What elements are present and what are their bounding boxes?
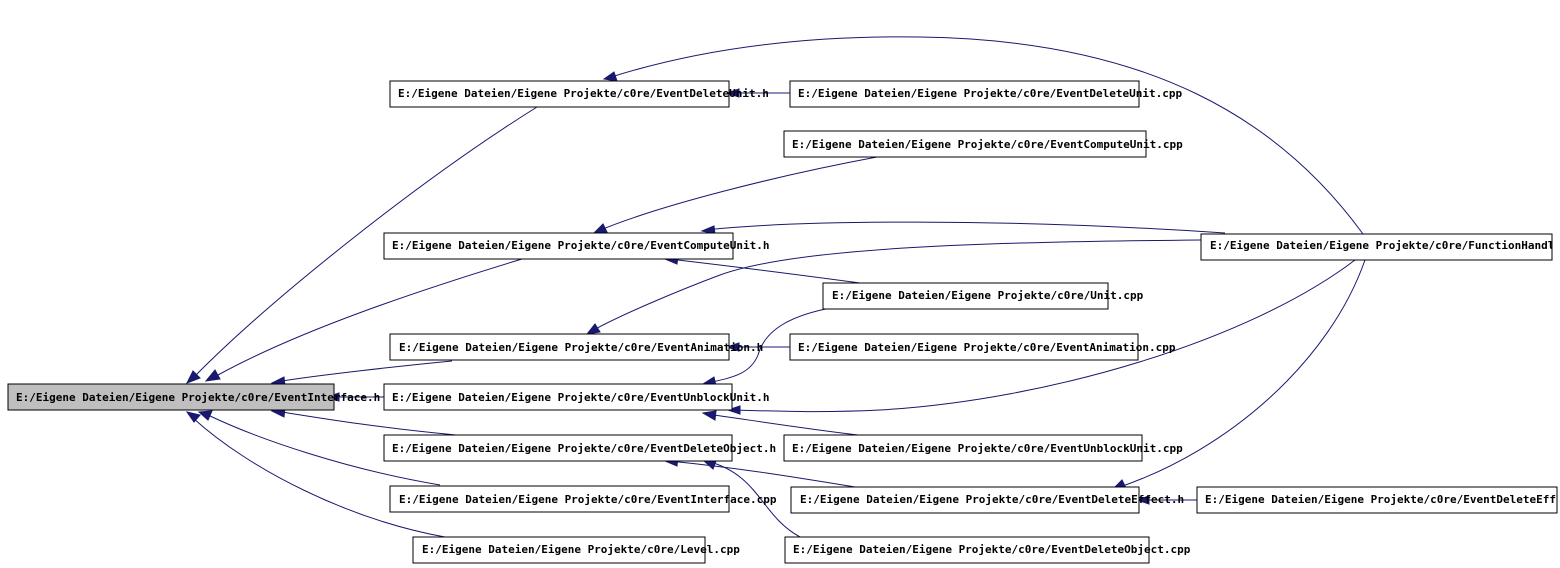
arrowhead — [204, 369, 221, 382]
node-label: E:/Eigene Dateien/Eigene Projekte/c0re/U… — [832, 289, 1144, 302]
arrowhead — [725, 342, 740, 352]
node-box — [783, 434, 1143, 462]
node-box — [789, 333, 1139, 361]
node-label: E:/Eigene Dateien/Eigene Projekte/c0re/E… — [398, 87, 769, 100]
node-box — [790, 486, 1140, 514]
node-label: E:/Eigene Dateien/Eigene Projekte/c0re/E… — [399, 493, 777, 506]
edge-unblockunit-cpp-to-unblockunit-h — [706, 413, 859, 436]
node-functionhandler-cpp[interactable]: E:/Eigene Dateien/Eigene Projekte/c0re/F… — [1200, 233, 1560, 261]
edge-animation-h-to-interface — [281, 360, 453, 382]
node-box — [783, 130, 1147, 158]
arrowhead — [1135, 495, 1150, 505]
arrowhead — [592, 223, 608, 234]
edge-functionhandler-to-computeunit-h — [704, 221, 1226, 234]
edge-level-cpp-to-interface — [192, 417, 446, 538]
node-label: E:/Eigene Dateien/Eigene Projekte/c0re/F… — [1210, 239, 1560, 252]
arrowhead — [726, 405, 741, 415]
node-eventdeleteunit-cpp[interactable]: E:/Eigene Dateien/Eigene Projekte/c0re/E… — [789, 80, 1182, 108]
node-box — [383, 383, 733, 411]
node-eventunblockunit-cpp[interactable]: E:/Eigene Dateien/Eigene Projekte/c0re/E… — [783, 434, 1183, 462]
arrowhead — [185, 370, 201, 384]
node-box — [389, 485, 730, 513]
node-eventunblockunit-h[interactable]: E:/Eigene Dateien/Eigene Projekte/c0re/E… — [383, 383, 770, 411]
node-label: E:/Eigene Dateien/Eigene Projekte/c0re/E… — [1205, 493, 1560, 506]
edge-deleteobject-h-to-interface — [281, 411, 457, 436]
edge-computeunit-cpp-to-computeunit-h — [597, 156, 878, 232]
edge-functionhandler-to-deleteeffect-h — [1116, 259, 1366, 489]
node-box — [822, 282, 1109, 310]
node-box — [1196, 486, 1558, 514]
node-box — [389, 80, 730, 108]
edge-unit-cpp-to-unblockunit-h — [706, 306, 837, 384]
edge-deleteobject-cpp-to-deleteobject-h — [706, 460, 801, 538]
node-label: E:/Eigene Dateien/Eigene Projekte/c0re/E… — [792, 442, 1183, 455]
node-eventdeleteunit-h[interactable]: E:/Eigene Dateien/Eigene Projekte/c0re/E… — [389, 80, 769, 108]
node-label: E:/Eigene Dateien/Eigene Projekte/c0re/E… — [392, 391, 770, 404]
edges — [192, 36, 1366, 538]
node-label: E:/Eigene Dateien/Eigene Projekte/c0re/L… — [422, 543, 740, 556]
node-box — [412, 536, 706, 564]
node-eventcomputeunit-h[interactable]: E:/Eigene Dateien/Eigene Projekte/c0re/E… — [383, 232, 770, 260]
edge-functionhandler-to-unblockunit-h — [731, 259, 1356, 413]
edge-functionhandler-to-animation-h — [589, 239, 1202, 333]
node-unit-cpp[interactable]: E:/Eigene Dateien/Eigene Projekte/c0re/U… — [822, 282, 1144, 310]
node-level-cpp[interactable]: E:/Eigene Dateien/Eigene Projekte/c0re/L… — [412, 536, 740, 564]
node-label: E:/Eigene Dateien/Eigene Projekte/c0re/E… — [392, 442, 776, 455]
edge-functionhandler-to-deleteunit-h — [607, 36, 1364, 235]
edge-unit-cpp-to-computeunit-h — [668, 258, 861, 284]
node-eventinterface-cpp[interactable]: E:/Eigene Dateien/Eigene Projekte/c0re/E… — [389, 485, 777, 513]
node-box — [789, 80, 1140, 108]
node-box — [7, 383, 335, 411]
nodes: E:/Eigene Dateien/Eigene Projekte/c0re/E… — [7, 80, 1560, 564]
node-eventanimation-cpp[interactable]: E:/Eigene Dateien/Eigene Projekte/c0re/E… — [789, 333, 1176, 361]
node-eventdeleteeffect-cpp[interactable]: E:/Eigene Dateien/Eigene Projekte/c0re/E… — [1196, 486, 1560, 514]
node-box — [383, 232, 734, 260]
arrowhead — [585, 323, 601, 335]
node-label: E:/Eigene Dateien/Eigene Projekte/c0re/E… — [792, 138, 1183, 151]
node-label: E:/Eigene Dateien/Eigene Projekte/c0re/E… — [16, 391, 380, 404]
edge-interface-cpp-to-interface — [207, 414, 441, 486]
node-eventcomputeunit-cpp[interactable]: E:/Eigene Dateien/Eigene Projekte/c0re/E… — [783, 130, 1183, 158]
node-eventdeleteeffect-h[interactable]: E:/Eigene Dateien/Eigene Projekte/c0re/E… — [790, 486, 1184, 514]
arrowhead — [701, 410, 717, 421]
node-label: E:/Eigene Dateien/Eigene Projekte/c0re/E… — [800, 493, 1184, 506]
node-eventdeleteobject-h[interactable]: E:/Eigene Dateien/Eigene Projekte/c0re/E… — [383, 434, 776, 462]
arrowhead — [197, 410, 213, 421]
node-eventinterface-h[interactable]: E:/Eigene Dateien/Eigene Projekte/c0re/E… — [7, 383, 380, 411]
node-label: E:/Eigene Dateien/Eigene Projekte/c0re/E… — [793, 543, 1191, 556]
node-eventanimation-h[interactable]: E:/Eigene Dateien/Eigene Projekte/c0re/E… — [389, 333, 763, 361]
node-box — [389, 333, 730, 361]
edge-deleteeffect-h-to-deleteobject-h — [668, 460, 856, 488]
node-box — [383, 434, 733, 462]
edge-computeunit-h-to-interface — [217, 258, 523, 376]
arrowhead — [185, 411, 201, 423]
node-box — [1200, 233, 1553, 261]
node-label: E:/Eigene Dateien/Eigene Projekte/c0re/E… — [392, 239, 770, 252]
edge-deleteunit-h-to-interface — [194, 106, 538, 377]
node-label: E:/Eigene Dateien/Eigene Projekte/c0re/E… — [798, 87, 1182, 100]
node-label: E:/Eigene Dateien/Eigene Projekte/c0re/E… — [399, 341, 763, 354]
arrowhead — [602, 71, 618, 82]
node-label: E:/Eigene Dateien/Eigene Projekte/c0re/E… — [798, 341, 1176, 354]
node-box — [784, 536, 1150, 564]
arrowhead — [725, 88, 740, 98]
node-eventdeleteobject-cpp[interactable]: E:/Eigene Dateien/Eigene Projekte/c0re/E… — [784, 536, 1191, 564]
